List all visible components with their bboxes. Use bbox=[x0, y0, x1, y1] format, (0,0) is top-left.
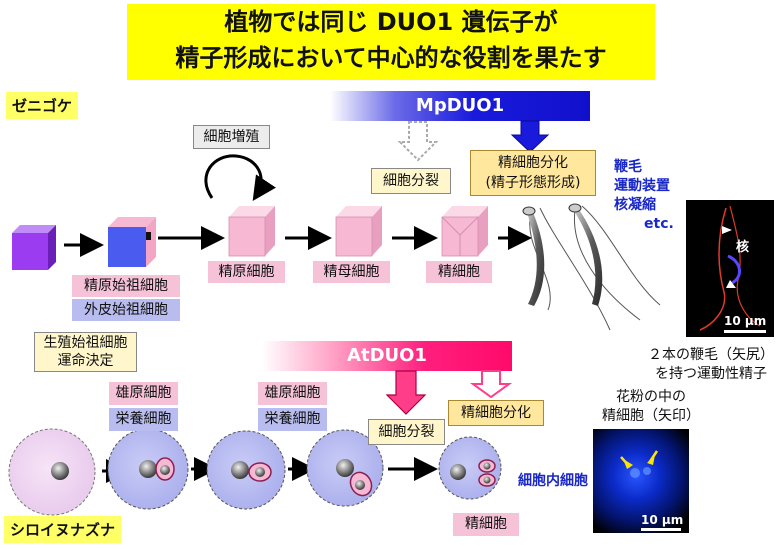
label-progenitor-a: 精原始祖細胞 bbox=[72, 275, 180, 297]
label-proliferation: 細胞増殖 bbox=[193, 125, 270, 149]
micro-scalebar-2 bbox=[641, 528, 681, 531]
feature-condensation: 核凝縮 bbox=[614, 197, 656, 213]
micro-scale-2: 10 µm bbox=[641, 513, 684, 527]
label-spermatocyte: 精母細胞 bbox=[313, 261, 390, 283]
cube-purple bbox=[12, 225, 56, 270]
proliferation-loop-arrow bbox=[204, 154, 276, 201]
title-line-2: 精子形成において中心的な役割を果たす bbox=[175, 44, 607, 72]
feature-list: 鞭毛 運動装置 核凝縮 etc. bbox=[614, 158, 704, 234]
label-fate-line1: 生殖始祖細胞 bbox=[43, 335, 128, 351]
label-vegetative-cell-1: 栄養細胞 bbox=[109, 408, 178, 431]
micro-caption-1: ２本の鞭毛（矢尻） を持つ運動性精子 bbox=[640, 346, 782, 384]
sperm-illustration bbox=[522, 203, 661, 331]
page-title: 植物では同じ DUO1 遺伝子が 精子形成において中心的な役割を果たす bbox=[127, 4, 655, 80]
label-cell-division-at: 細胞分裂 bbox=[368, 419, 445, 445]
pollen-1 bbox=[8, 428, 96, 516]
micrograph-sperm-drawing bbox=[699, 205, 761, 331]
micro-caption-1-line2: を持つ運動性精子 bbox=[655, 366, 767, 382]
label-sperm-diff-line2: (精子形態形成) bbox=[485, 175, 581, 191]
gene-bar-mpduo1: MpDUO1 bbox=[330, 91, 590, 121]
feature-flagella: 鞭毛 bbox=[614, 159, 642, 175]
feature-etc: etc. bbox=[644, 216, 674, 232]
pollen-5 bbox=[438, 436, 502, 500]
pink-outline-arrow-down bbox=[469, 370, 513, 399]
pollen-4 bbox=[306, 429, 384, 507]
feature-motor: 運動装置 bbox=[614, 178, 670, 194]
title-line-1: 植物では同じ DUO1 遺伝子が bbox=[224, 8, 558, 36]
label-progenitor-b: 外皮始祖細胞 bbox=[72, 299, 180, 321]
label-cell-in-cell: 細胞内細胞 bbox=[518, 473, 588, 489]
micro-caption-2: 花粉の中の 精細胞（矢印） bbox=[596, 388, 706, 426]
cube-spermatid bbox=[441, 206, 488, 257]
micro-nucleus-label: 核 bbox=[736, 240, 750, 255]
pollen-2 bbox=[107, 428, 189, 510]
species-tag-zenigoke: ゼニゴケ bbox=[6, 92, 79, 119]
cube-blue bbox=[108, 217, 156, 267]
cube-spermatocyte bbox=[335, 206, 382, 257]
label-vegetative-cell-2: 栄養細胞 bbox=[258, 408, 327, 431]
micrograph-pollen: 10 µm bbox=[593, 429, 689, 533]
micrograph-sperm: 核 10 µm bbox=[686, 200, 774, 337]
label-generative-cell-1: 雄原細胞 bbox=[109, 382, 178, 405]
label-fate-determination: 生殖始祖細胞 運命決定 bbox=[34, 332, 137, 372]
label-sperm-differentiation-at: 精細胞分化 bbox=[448, 400, 544, 426]
micro-caption-2-line1: 花粉の中の bbox=[616, 389, 686, 405]
micro-caption-2-line2: 精細胞（矢印） bbox=[602, 408, 700, 424]
label-generative-cell-2: 雄原細胞 bbox=[258, 382, 327, 405]
label-spermatid: 精細胞 bbox=[426, 261, 492, 283]
label-spermatogonium: 精原細胞 bbox=[208, 261, 285, 283]
micrograph-pollen-arrows bbox=[620, 450, 659, 478]
label-cell-division-mp: 細胞分裂 bbox=[371, 168, 451, 194]
pink-arrow-down bbox=[385, 370, 427, 415]
label-sperm-differentiation-mp: 精細胞分化 (精子形態形成) bbox=[470, 150, 596, 196]
species-tag-arabidopsis: シロイヌナズナ bbox=[4, 516, 122, 543]
micro-scale-1: 10 µm bbox=[724, 314, 767, 328]
cube-spermatogonium bbox=[228, 206, 275, 257]
micro-scalebar-1 bbox=[724, 330, 766, 333]
blue-arrow-down bbox=[510, 120, 550, 153]
label-sperm-cells: 精細胞 bbox=[453, 513, 519, 536]
micro-caption-1-line1: ２本の鞭毛（矢尻） bbox=[648, 347, 774, 363]
label-fate-line2: 運命決定 bbox=[57, 353, 114, 369]
pollen-3 bbox=[206, 430, 286, 510]
label-sperm-diff-line1: 精細胞分化 bbox=[498, 155, 568, 171]
gene-bar-atduo1: AtDUO1 bbox=[262, 341, 512, 371]
dotted-arrow-down bbox=[397, 121, 439, 162]
